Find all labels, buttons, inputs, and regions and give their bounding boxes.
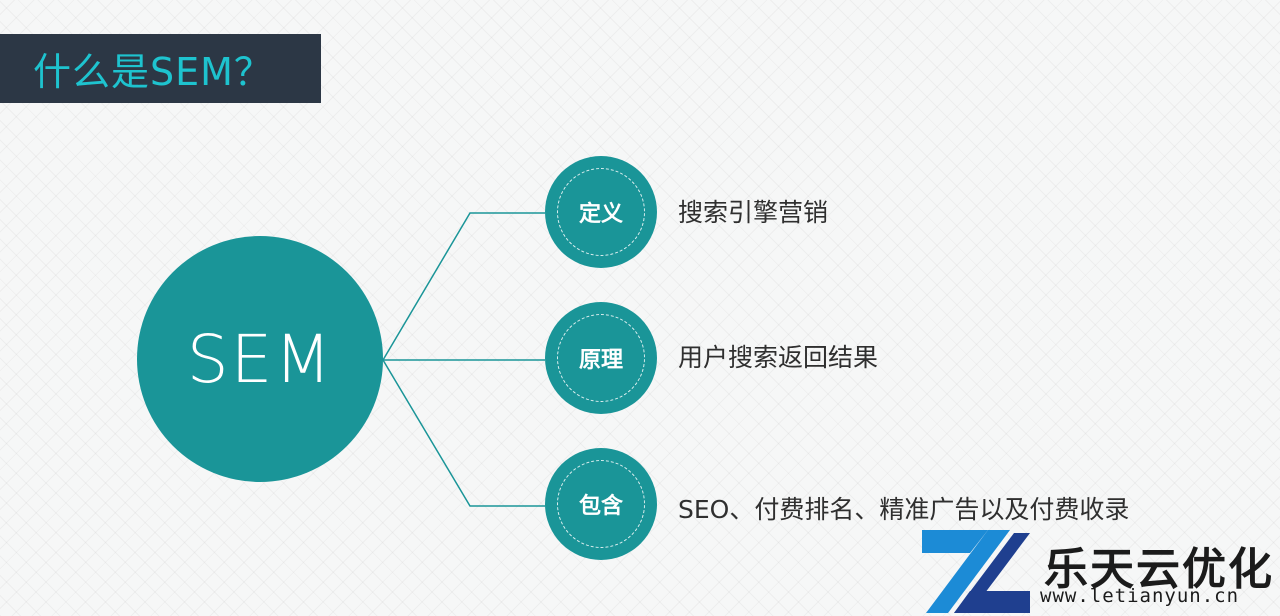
node-principle-label: 原理 [578, 348, 623, 373]
includes-text: SEO、付费排名、精准广告以及付费收录 [678, 495, 1130, 524]
hub-label: SEM [186, 320, 334, 398]
slide-title: 什么是SEM？ [33, 50, 273, 94]
node-includes-label: 包含 [578, 494, 623, 519]
node-definition: 定义 [545, 156, 657, 268]
sem-hub-circle: SEM [137, 236, 383, 482]
title-bar: 什么是SEM？ [0, 34, 321, 103]
principle-text: 用户搜索返回结果 [678, 343, 879, 372]
logo-name: 乐天云优化 [1044, 544, 1274, 595]
connector-includes [382, 359, 545, 507]
connector-definition [382, 212, 545, 361]
node-definition-label: 定义 [578, 202, 623, 227]
logo-url: www.letianyun.cn [1040, 585, 1240, 607]
node-includes: 包含 [545, 448, 657, 560]
brand-logo: 乐天云优化 www.letianyun.cn [918, 527, 1280, 616]
definition-text: 搜索引擎营销 [678, 198, 829, 227]
logo-z-icon [922, 530, 1030, 613]
node-principle: 原理 [545, 302, 657, 414]
